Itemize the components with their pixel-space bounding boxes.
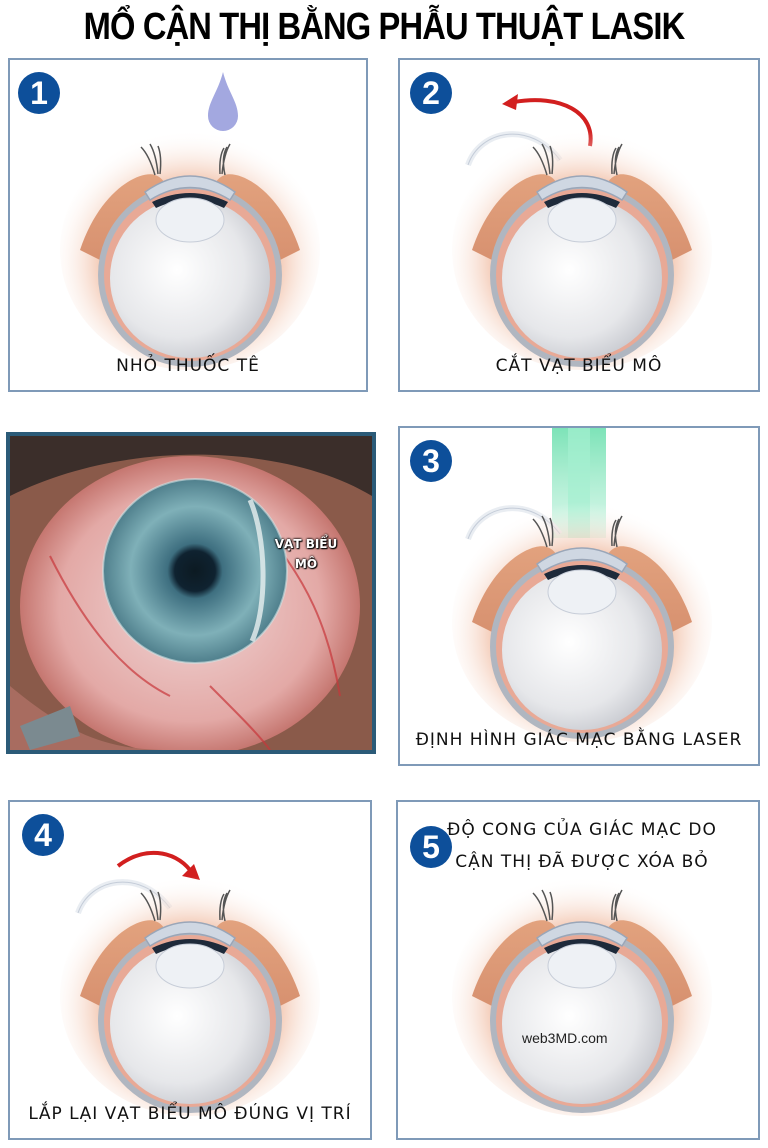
eye-diagram bbox=[452, 875, 712, 1116]
surgery-photo: VẠT BIỂU MÔ bbox=[6, 432, 376, 754]
eye-photo bbox=[10, 436, 372, 750]
step-2-caption: CẮT VẠT BIỂU MÔ bbox=[495, 356, 663, 376]
step-4-panel: 4 LẮP LẠI VẠT BIỂU MÔ ĐÚNG VỊ TRÍ bbox=[8, 800, 372, 1140]
flap-label: VẠT BIỂU MÔ bbox=[268, 534, 344, 574]
step-2-badge: 2 bbox=[410, 72, 452, 114]
eye-diagram bbox=[452, 501, 712, 742]
step-5-badge: 5 bbox=[410, 826, 452, 868]
flap-label-line2: MÔ bbox=[294, 557, 318, 571]
step-1-badge: 1 bbox=[18, 72, 60, 114]
step-3-badge: 3 bbox=[410, 440, 452, 482]
step-2-panel: 2 CẮT VẠT BIỂU MÔ bbox=[398, 58, 760, 392]
step-5-caption-line2: CẬN THỊ ĐÃ ĐƯỢC XÓA BỎ bbox=[455, 852, 709, 872]
eye-diagram bbox=[60, 129, 320, 370]
step-3-panel: 3 ĐỊNH HÌNH GIÁC MẠC BẰNG LASER bbox=[398, 426, 760, 766]
step-1-caption: NHỎ THUỐC TÊ bbox=[116, 356, 260, 376]
step-4-caption: LẮP LẠI VẠT BIỂU MÔ ĐÚNG VỊ TRÍ bbox=[28, 1104, 352, 1124]
eye-diagram bbox=[60, 875, 320, 1116]
step-5-caption-line1: ĐỘ CONG CỦA GIÁC MẠC DO bbox=[447, 820, 717, 840]
step-4-badge: 4 bbox=[22, 814, 64, 856]
flap-replace-arrow-icon bbox=[116, 851, 200, 880]
page-title: MỔ CẬN THỊ BẰNG PHẪU THUẬT LASIK bbox=[83, 6, 685, 48]
flap-label-line1: VẠT BIỂU bbox=[274, 537, 338, 551]
step-1-panel: 1 NHỎ THUỐC TÊ bbox=[8, 58, 368, 392]
eye-diagram bbox=[452, 129, 712, 370]
step-5-panel: 5 ĐỘ CONG CỦA GIÁC MẠC DO CẬN THỊ ĐÃ ĐƯỢ… bbox=[396, 800, 760, 1140]
step-3-caption: ĐỊNH HÌNH GIÁC MẠC BẰNG LASER bbox=[415, 730, 743, 750]
watermark: web3MD.com bbox=[522, 1030, 608, 1046]
step-5-caption: ĐỘ CONG CỦA GIÁC MẠC DO CẬN THỊ ĐÃ ĐƯỢC … bbox=[422, 814, 742, 878]
eye-drop-icon bbox=[208, 72, 238, 131]
